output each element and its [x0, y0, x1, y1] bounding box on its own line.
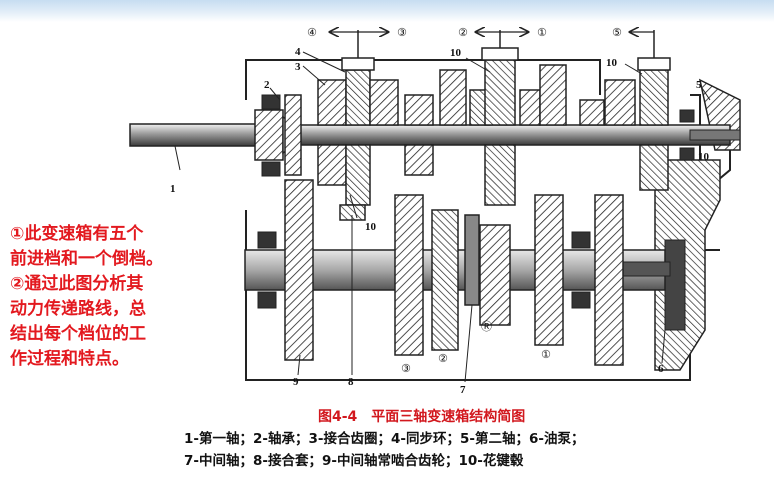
note-line: 动力传递路线，总 — [10, 299, 146, 319]
gear-mark-1-top: ① — [537, 26, 547, 39]
callout-2: 2 — [264, 79, 270, 91]
gear-mark-reverse: Ⓡ — [481, 320, 492, 333]
analysis-notes: ①此变速箱有五个 前进档和一个倒档。 ②通过此图分析其 动力传递路线，总 结出每… — [10, 222, 242, 372]
gear-mark-3-top: ③ — [397, 26, 407, 39]
legend-line: 1-第一轴；2-轴承；3-接合齿圈；4-同步环；5-第二轴；6-油泵； — [184, 431, 585, 447]
parts-legend: 1-第一轴；2-轴承；3-接合齿圈；4-同步环；5-第二轴；6-油泵； 7-中间… — [184, 428, 764, 472]
callout-10-top-mid: 10 — [450, 47, 462, 59]
callout-3: 3 — [295, 61, 301, 73]
gear-mark-1-bottom: ① — [541, 348, 551, 361]
header-gradient-band — [0, 0, 774, 22]
leader-lines — [174, 51, 711, 383]
gear-mark-2-top: ② — [458, 26, 468, 39]
note-line: 作过程和特点。 — [10, 349, 129, 369]
callout-10-top-right: 10 — [606, 57, 618, 69]
gear-mark-5-top: ⑤ — [612, 26, 622, 39]
callout-7: 7 — [460, 384, 466, 396]
callout-9: 9 — [293, 376, 299, 388]
first-shaft — [129, 109, 312, 161]
callout-6: 6 — [658, 363, 664, 375]
callout-10-lower: 10 — [365, 221, 377, 233]
callout-8: 8 — [348, 376, 354, 388]
gear-mark-4: ④ — [307, 26, 317, 39]
legend-line: 7-中间轴；8-接合套；9-中间轴常啮合齿轮；10-花键毂 — [184, 453, 524, 469]
callout-4: 4 — [295, 46, 301, 58]
second-shaft — [299, 124, 741, 146]
gear-mark-2-bottom: ② — [438, 352, 448, 365]
countershaft-gears — [284, 179, 624, 366]
shift-forks — [341, 30, 671, 71]
bearings — [257, 94, 695, 309]
callout-5: 5 — [696, 79, 702, 91]
note-line: 结出每个档位的工 — [10, 324, 146, 344]
note-line: ①此变速箱有五个 — [10, 224, 144, 244]
figure-caption: 图4-4 平面三轴变速箱结构简图 — [318, 409, 526, 425]
note-line: ②通过此图分析其 — [10, 274, 144, 294]
callout-10-rear: 10 — [698, 151, 710, 163]
callout-1: 1 — [170, 183, 176, 195]
note-line: 前进档和一个倒档。 — [10, 249, 163, 269]
gear-mark-3-bottom: ③ — [401, 362, 411, 375]
